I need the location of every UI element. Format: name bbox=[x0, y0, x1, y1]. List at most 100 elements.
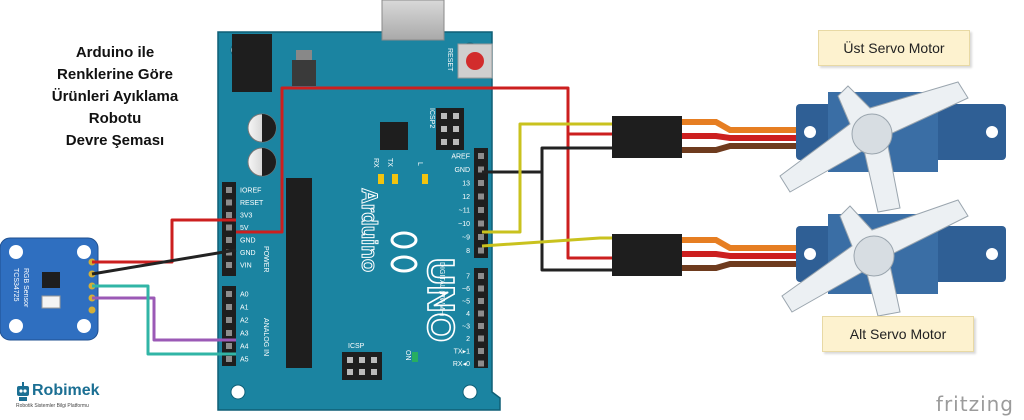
power-pin-hole bbox=[226, 224, 232, 231]
power-pin-label: IOREF bbox=[240, 188, 261, 195]
digital-bottom-pin-hole bbox=[478, 273, 484, 279]
digital-top-pin-hole bbox=[478, 180, 484, 186]
arduino-uno-board: UNO Arduino RESET ICSP2 ICSP RX TX L ON … bbox=[217, 0, 501, 411]
board-name: UNO bbox=[419, 258, 461, 342]
wire-pin8 bbox=[481, 236, 612, 248]
digital-bottom-pin-hole bbox=[478, 285, 484, 292]
wire-gnd-servo bbox=[482, 146, 612, 174]
wire-sensor-scl bbox=[92, 284, 236, 356]
note-top-servo: Üst Servo Motor bbox=[818, 30, 970, 66]
analog-pin-label: A3 bbox=[240, 331, 249, 338]
wire-gnd-lower bbox=[540, 172, 612, 272]
digital-top-pin-label: ~11 bbox=[459, 208, 470, 215]
diagram-title: Arduino ile Renklerine Göre Ürünleri Ayı… bbox=[20, 42, 210, 152]
icsp-header bbox=[342, 352, 382, 380]
wire-pin9 bbox=[482, 122, 612, 234]
icsp-label: ICSP bbox=[348, 343, 365, 350]
wire-sensor-sda bbox=[92, 296, 236, 342]
digital-top-pin-label: ~9 bbox=[462, 235, 470, 242]
wire-5v-lower bbox=[566, 134, 612, 260]
note-bottom-servo: Alt Servo Motor bbox=[822, 316, 974, 352]
digital-bottom-pin-label: 7 bbox=[466, 274, 470, 281]
fritzing-watermark: fritzing bbox=[935, 392, 1014, 416]
power-pin-hole bbox=[226, 262, 232, 268]
digital-bottom-pin-hole bbox=[478, 348, 484, 354]
digital-top-pin-hole bbox=[478, 247, 484, 254]
power-pin-hole bbox=[226, 187, 232, 193]
power-pin-hole bbox=[226, 199, 232, 206]
analog-pin-label: A0 bbox=[240, 292, 249, 299]
digital-bottom-pin-hole bbox=[478, 310, 484, 317]
analog-pin-hole bbox=[226, 317, 232, 323]
wires bbox=[91, 86, 612, 356]
sensor-label: RGB Sensor bbox=[22, 268, 29, 308]
arduino-logo bbox=[390, 231, 418, 273]
analog-pin-hole bbox=[226, 330, 232, 336]
digital-top-pin-hole bbox=[478, 220, 484, 227]
title-line: Renklerine Göre bbox=[57, 66, 173, 83]
digital-bottom-pin-label: 2 bbox=[466, 336, 470, 343]
digital-bottom-pin-label: ~6 bbox=[462, 286, 470, 293]
title-line: Arduino ile bbox=[75, 44, 155, 61]
title-line: Devre Şeması bbox=[65, 132, 165, 149]
logo-text: Robimek bbox=[32, 382, 100, 399]
digital-top-pin-hole bbox=[478, 166, 484, 173]
digital-top-pin-label: AREF bbox=[451, 154, 470, 161]
power-pin-label: GND bbox=[240, 238, 256, 245]
digital-label: DIGITAL (PWM~) bbox=[438, 262, 445, 316]
digital-bottom-pin-hole bbox=[478, 360, 484, 367]
power-pin-label: RESET bbox=[240, 200, 264, 207]
board-brand: Arduino bbox=[357, 188, 382, 272]
power-jack bbox=[232, 34, 272, 92]
wire-5v bbox=[236, 86, 612, 234]
wire-sensor-vcc bbox=[92, 218, 236, 264]
servo-top bbox=[612, 81, 1006, 213]
digital-top-pin-label: 12 bbox=[462, 194, 470, 201]
title-line: Robotu bbox=[88, 110, 142, 127]
rgb-sensor-module: TCS34725 RGB Sensor bbox=[0, 237, 99, 341]
digital-header-bottom bbox=[474, 268, 488, 368]
atmega-chip bbox=[286, 178, 312, 368]
digital-top-pin-hole bbox=[478, 207, 484, 213]
servo-bottom bbox=[612, 199, 1006, 317]
digital-top-pin-hole bbox=[478, 234, 484, 240]
digital-bottom-pin-label: ~5 bbox=[462, 299, 470, 306]
digital-top-pin-hole bbox=[478, 153, 484, 159]
power-pin-label: VIN bbox=[240, 263, 252, 270]
l-label: L bbox=[416, 162, 423, 166]
digital-top-pin-label: ~10 bbox=[458, 221, 470, 228]
digital-header-top bbox=[474, 148, 488, 258]
analog-pin-hole bbox=[226, 291, 232, 297]
wire-sensor-gnd bbox=[91, 248, 237, 276]
digital-bottom-pin-label: TX▸1 bbox=[454, 349, 470, 356]
icsp2-header bbox=[436, 108, 464, 150]
analog-pin-label: A5 bbox=[240, 357, 249, 364]
power-pin-label: GND bbox=[240, 250, 256, 257]
tx-label: TX bbox=[386, 158, 393, 167]
digital-top-pin-label: 8 bbox=[466, 248, 470, 255]
robot-icon bbox=[17, 382, 29, 401]
digital-bottom-pin-hole bbox=[478, 298, 484, 304]
logo-tagline: Robotik Sistemler Bilgi Platformu bbox=[16, 403, 89, 409]
analog-pin-label: A2 bbox=[240, 318, 249, 325]
digital-top-pin-label: GND bbox=[454, 167, 470, 174]
digital-bottom-pin-label: RX◂0 bbox=[453, 361, 470, 368]
power-pin-label: 5V bbox=[240, 225, 249, 232]
power-label: POWER bbox=[262, 246, 269, 272]
power-pin-hole bbox=[226, 237, 232, 243]
digital-top-pin-hole bbox=[478, 193, 484, 200]
power-pin-label: 3V3 bbox=[240, 213, 253, 220]
analog-pin-hole bbox=[226, 304, 232, 310]
analog-header bbox=[222, 286, 236, 366]
rx-label: RX bbox=[372, 158, 379, 168]
digital-bottom-pin-label: ~3 bbox=[462, 324, 470, 331]
digital-bottom-pin-hole bbox=[478, 323, 484, 329]
analog-pin-label: A4 bbox=[240, 344, 249, 351]
sensor-led bbox=[41, 295, 61, 309]
digital-top-pin-label: 13 bbox=[462, 181, 470, 188]
digital-bottom-pin-label: 4 bbox=[466, 311, 470, 318]
usb-port bbox=[381, 0, 445, 41]
robimek-logo: Robimek Robotik Sistemler Bilgi Platform… bbox=[14, 382, 134, 416]
power-pin-hole bbox=[226, 212, 232, 218]
